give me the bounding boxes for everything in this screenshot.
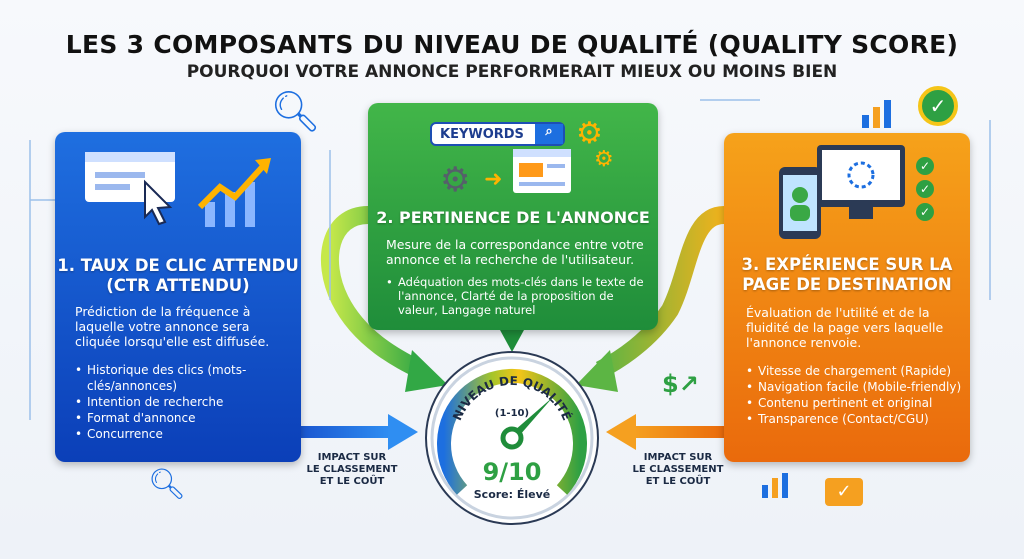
arrowhead-left: [405, 350, 448, 392]
gear-icon-small: ⚙: [594, 147, 614, 172]
arrow-right-icon: ➜: [484, 167, 503, 192]
card-landing-page: ✓✓✓ 3. EXPÉRIENCE SUR LA PAGE DE DESTINA…: [724, 133, 970, 462]
card3-title-line2: PAGE DE DESTINATION: [742, 275, 952, 294]
card3-title-line1: 3. EXPÉRIENCE SUR LA: [741, 255, 953, 274]
user-checkmark-icon: ✓: [825, 478, 863, 506]
card2-title: 2. PERTINENCE DE L'ANNONCE: [376, 208, 650, 227]
bullet: Concurrence: [75, 426, 290, 442]
magnifier-icon-small: 🔍︎: [148, 467, 187, 502]
arrow-blue: [388, 414, 418, 450]
bullet: Contenu pertinent et original: [746, 395, 968, 411]
checklist-icon: ✓✓✓: [916, 157, 934, 221]
keywords-search-box: KEYWORDS ⌕: [430, 122, 565, 146]
arrowhead-right: [576, 350, 618, 392]
card1-title-line2: (CTR ATTENDU): [106, 276, 250, 295]
gauge-rating: Score: Élevé: [474, 488, 551, 501]
card3-bullets: Vitesse de chargement (Rapide) Navigatio…: [746, 363, 968, 427]
keywords-label: KEYWORDS: [440, 127, 524, 142]
impact-left-line1: IMPACT SUR: [317, 452, 387, 463]
card1-bullets: Historique des clics (mots-clés/annonces…: [75, 362, 290, 442]
bullet: Transparence (Contact/CGU): [746, 411, 968, 427]
gauge-score: 9/10: [483, 458, 542, 486]
card-ad-relevance: KEYWORDS ⌕ ⚙ ➜ ⚙ ⚙ 2. PERTINENCE DE L'AN…: [368, 103, 658, 330]
arrow-orange: [606, 414, 636, 450]
bullet: Vitesse de chargement (Rapide): [746, 363, 968, 379]
magnifier-icon: 🔍︎: [270, 89, 321, 135]
quality-gauge: NIVEAU DE QUALITÉ (1-10) 9/10 Score: Éle…: [425, 351, 599, 525]
bullet: Format d'annonce: [75, 410, 290, 426]
bullet: Intention de recherche: [75, 394, 290, 410]
arrow-down-green: [500, 330, 524, 352]
devices-icon: [779, 145, 905, 239]
page-title: LES 3 COMPOSANTS DU NIVEAU DE QUALITÉ (Q…: [65, 30, 959, 59]
bullet: Historique des clics (mots-clés/annonces…: [75, 362, 290, 394]
needle-hub: [500, 426, 524, 450]
impact-right-line2: LE CLASSEMENT: [632, 464, 724, 475]
card1-description: Prédiction de la fréquence à laquelle vo…: [75, 304, 270, 349]
gear-icon: ⚙: [440, 160, 471, 200]
impact-left-line3: ET LE COÛT: [319, 476, 385, 487]
page-subtitle: POURQUOI VOTRE ANNONCE PERFORMERAIT MIEU…: [186, 62, 838, 82]
bullet: Navigation facile (Mobile-friendly): [746, 379, 968, 395]
impact-right-line1: IMPACT SUR: [643, 452, 713, 463]
impact-left-line2: LE CLASSEMENT: [306, 464, 398, 475]
bullet: Adéquation des mots-clés dans le texte d…: [386, 275, 651, 317]
ad-page-icon: [513, 149, 571, 193]
bar-chart-icon-small: [762, 473, 788, 498]
card-expected-ctr: 1. TAUX DE CLIC ATTENDU (CTR ATTENDU) Pr…: [55, 132, 301, 462]
card3-description: Évaluation de l'utilité et de la fluidit…: [746, 305, 944, 350]
card2-description: Mesure de la correspondance entre votre …: [386, 237, 644, 267]
impact-left: IMPACT SUR LE CLASSEMENT ET LE COÛT: [302, 452, 402, 488]
impact-right-line3: ET LE COÛT: [645, 476, 711, 487]
search-icon: ⌕: [535, 124, 563, 144]
curved-arrow-right: [595, 206, 726, 379]
dollar-trend-icon: $↗: [662, 370, 699, 398]
curved-arrow-left: [320, 206, 425, 379]
bar-chart-icon: [862, 100, 891, 128]
award-badge-icon: ✓: [918, 86, 958, 126]
impact-right: IMPACT SUR LE CLASSEMENT ET LE COÛT: [628, 452, 728, 488]
browser-click-icon: [85, 152, 175, 226]
gear-icon-orange: ⚙: [576, 116, 603, 151]
card1-title-line1: 1. TAUX DE CLIC ATTENDU: [57, 256, 299, 275]
gauge-range: (1-10): [495, 408, 529, 419]
rising-chart-icon: [197, 158, 271, 227]
card2-bullets: Adéquation des mots-clés dans le texte d…: [386, 275, 651, 317]
